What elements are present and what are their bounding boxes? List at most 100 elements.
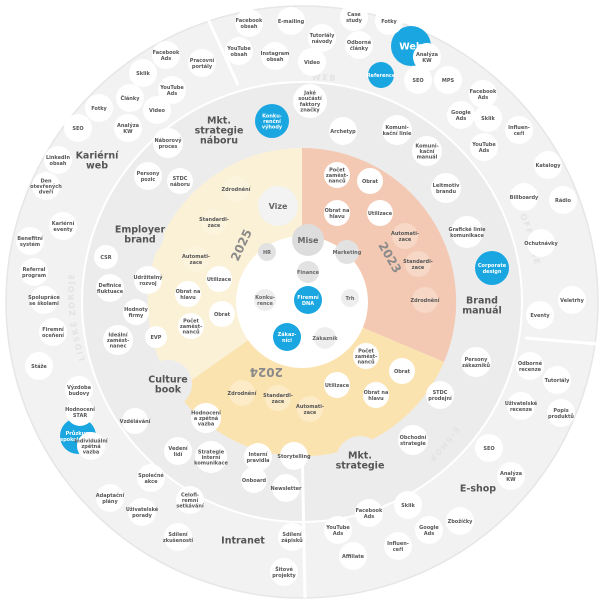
node-label: Influen-ceři xyxy=(387,541,409,553)
node-label: E-shop xyxy=(460,484,496,495)
node-bubble xyxy=(516,352,544,380)
mid-komunikacni-linie: Komuni-kační linie xyxy=(382,115,412,145)
node-label: Zákaz-níci xyxy=(278,331,297,344)
outer-eshop: E-shop xyxy=(458,468,498,508)
year-2024-label: 2024 xyxy=(250,365,283,379)
node-bubble xyxy=(294,286,322,314)
node-bubble xyxy=(368,62,394,88)
node-bubble xyxy=(122,408,148,434)
node-bubble xyxy=(158,76,186,104)
outer-intranet: Intranet xyxy=(219,516,267,564)
node-bubble xyxy=(167,168,193,194)
core-finance: Finance xyxy=(297,261,320,283)
node-bubble xyxy=(324,200,350,226)
node-label: Marketing xyxy=(333,250,362,256)
node-bubble xyxy=(241,467,267,493)
mid-csr: CSR xyxy=(94,245,118,269)
node-bubble xyxy=(526,301,554,329)
node-bubble xyxy=(292,224,324,256)
year-2025-item: Utilizace xyxy=(206,266,232,292)
outer-item: Billboardy xyxy=(510,183,539,211)
outer-item: SEO xyxy=(475,434,503,462)
node-bubble xyxy=(558,286,586,314)
node-bubble xyxy=(77,432,105,460)
node-bubble xyxy=(507,392,535,420)
node-label: Automati-zace xyxy=(296,404,324,416)
node-bubble xyxy=(152,41,180,69)
node-label: Onboard xyxy=(242,478,267,484)
core-marketing: Marketing xyxy=(333,240,362,264)
node-label: EVP xyxy=(151,335,162,341)
core-mise: Mise xyxy=(292,224,324,256)
node-bubble xyxy=(96,484,124,512)
year-2023-item: Obrat xyxy=(357,168,383,194)
node-bubble xyxy=(64,114,92,142)
outer-reference: Reference xyxy=(367,62,396,88)
node-bubble xyxy=(547,399,575,427)
node-bubble xyxy=(145,326,167,348)
year-2025-item: Automati-zace xyxy=(182,246,210,272)
node-bubble xyxy=(277,7,305,35)
node-bubble xyxy=(258,243,276,261)
outer-item: Články xyxy=(116,84,144,112)
node-label: Stáže xyxy=(31,363,47,370)
node-bubble xyxy=(178,313,204,339)
node-bubble xyxy=(137,464,165,492)
node-bubble xyxy=(446,507,474,535)
mid-vzdelavani: Vzdělávání xyxy=(120,408,151,434)
node-bubble xyxy=(255,104,289,138)
node-bubble xyxy=(434,66,462,94)
node-label: SEO xyxy=(72,126,83,132)
node-bubble xyxy=(73,136,121,184)
node-label: Intranet xyxy=(221,536,265,547)
node-bubble xyxy=(219,516,267,564)
node-bubble xyxy=(188,49,216,77)
node-bubble xyxy=(201,209,227,235)
node-label: Zbožíčky xyxy=(448,518,474,525)
node-bubble xyxy=(134,162,162,190)
node-label: Influen-ceři xyxy=(508,125,530,137)
node-bubble xyxy=(357,168,383,194)
node-label: Zdrodnění xyxy=(228,390,257,397)
node-label: Tutoriály xyxy=(545,377,571,384)
node-bubble xyxy=(129,59,157,87)
year-2023-item: Utilizace xyxy=(367,200,393,226)
